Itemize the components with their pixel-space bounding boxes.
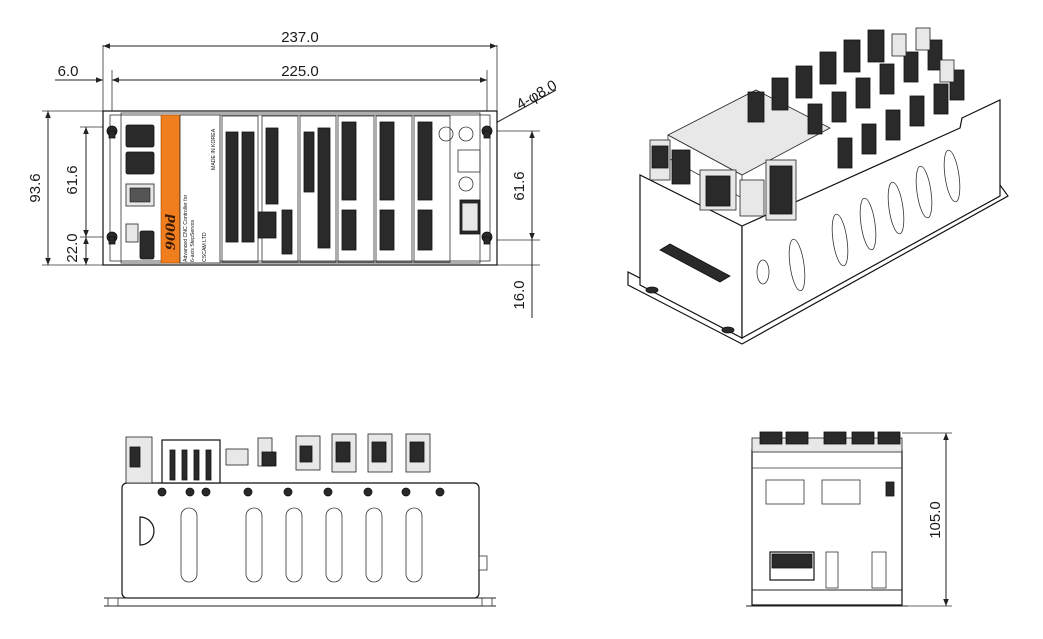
panel-company: CSCAM LTD	[202, 232, 208, 262]
dim-side-height: 105.0	[927, 501, 944, 539]
end-view: 105.0	[746, 431, 952, 607]
side-view	[104, 433, 496, 607]
dim-mount-hole: 4-φ8.0	[514, 77, 561, 114]
side-slots	[180, 507, 423, 583]
dim-overall-height: 93.6	[27, 173, 44, 202]
dim-overall-width: 237.0	[281, 29, 319, 46]
dim-hole-pitch: 225.0	[281, 63, 319, 80]
isometric-view	[627, 27, 1009, 345]
dim-hole-offset: 6.0	[58, 63, 79, 80]
dim-bottom-hole-offset: 22.0	[64, 233, 81, 262]
model-name: 900d	[164, 214, 179, 250]
dim-right-bottom-offset: 16.0	[511, 280, 528, 309]
mount-hole-icon	[106, 125, 493, 245]
panel-desc-line1: Advanced CNC Controller for	[183, 195, 189, 262]
panel-made-in: MADE IN KOREA	[211, 128, 217, 170]
front-view: 237.0 225.0 6.0 4-φ8.0 93.6 61.6 22.0 61…	[27, 29, 560, 318]
terminal-modules	[221, 115, 451, 263]
iso-slots	[756, 149, 961, 292]
end-chassis	[751, 449, 903, 606]
iso-front-wall	[741, 99, 1001, 340]
dim-left-hole-spacing: 61.6	[64, 165, 81, 194]
side-screws	[157, 487, 445, 497]
dim-right-hole-spacing: 61.6	[511, 171, 528, 200]
side-chassis	[121, 482, 480, 599]
iso-terminal-blocks	[747, 27, 965, 169]
panel-desc-line2: 6-axis StepServos	[190, 219, 196, 262]
